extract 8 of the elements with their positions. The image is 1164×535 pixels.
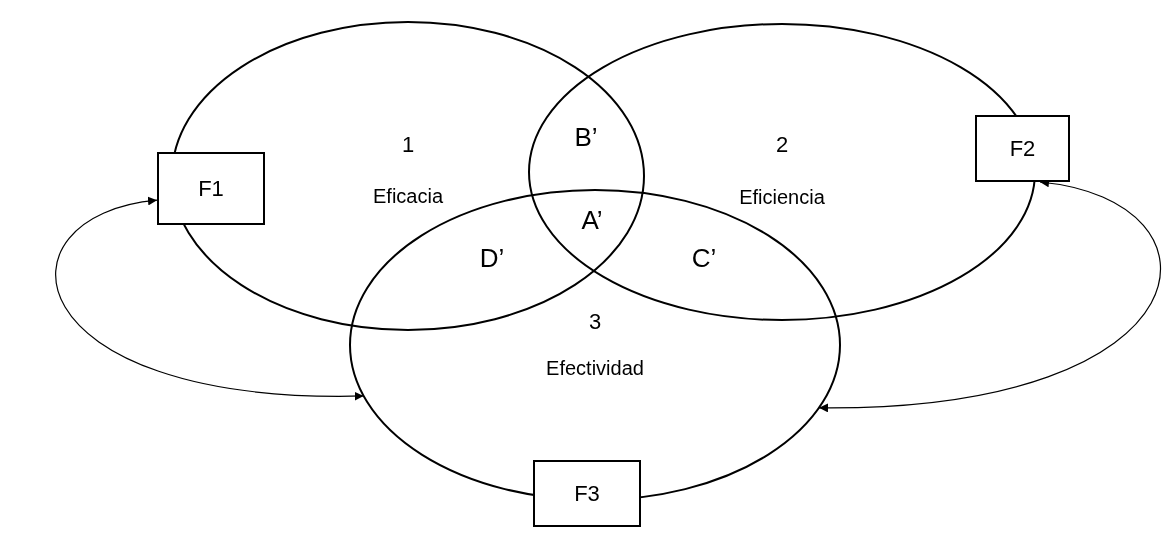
region-label: D’ bbox=[479, 242, 505, 274]
label-box: F3 bbox=[533, 460, 641, 527]
label-box: F1 bbox=[157, 152, 265, 225]
region-label: B’ bbox=[574, 121, 598, 153]
label-box: F2 bbox=[975, 115, 1070, 182]
region-label: C’ bbox=[691, 242, 717, 274]
region-label: A’ bbox=[581, 204, 603, 236]
curved-arrow bbox=[55, 197, 365, 401]
